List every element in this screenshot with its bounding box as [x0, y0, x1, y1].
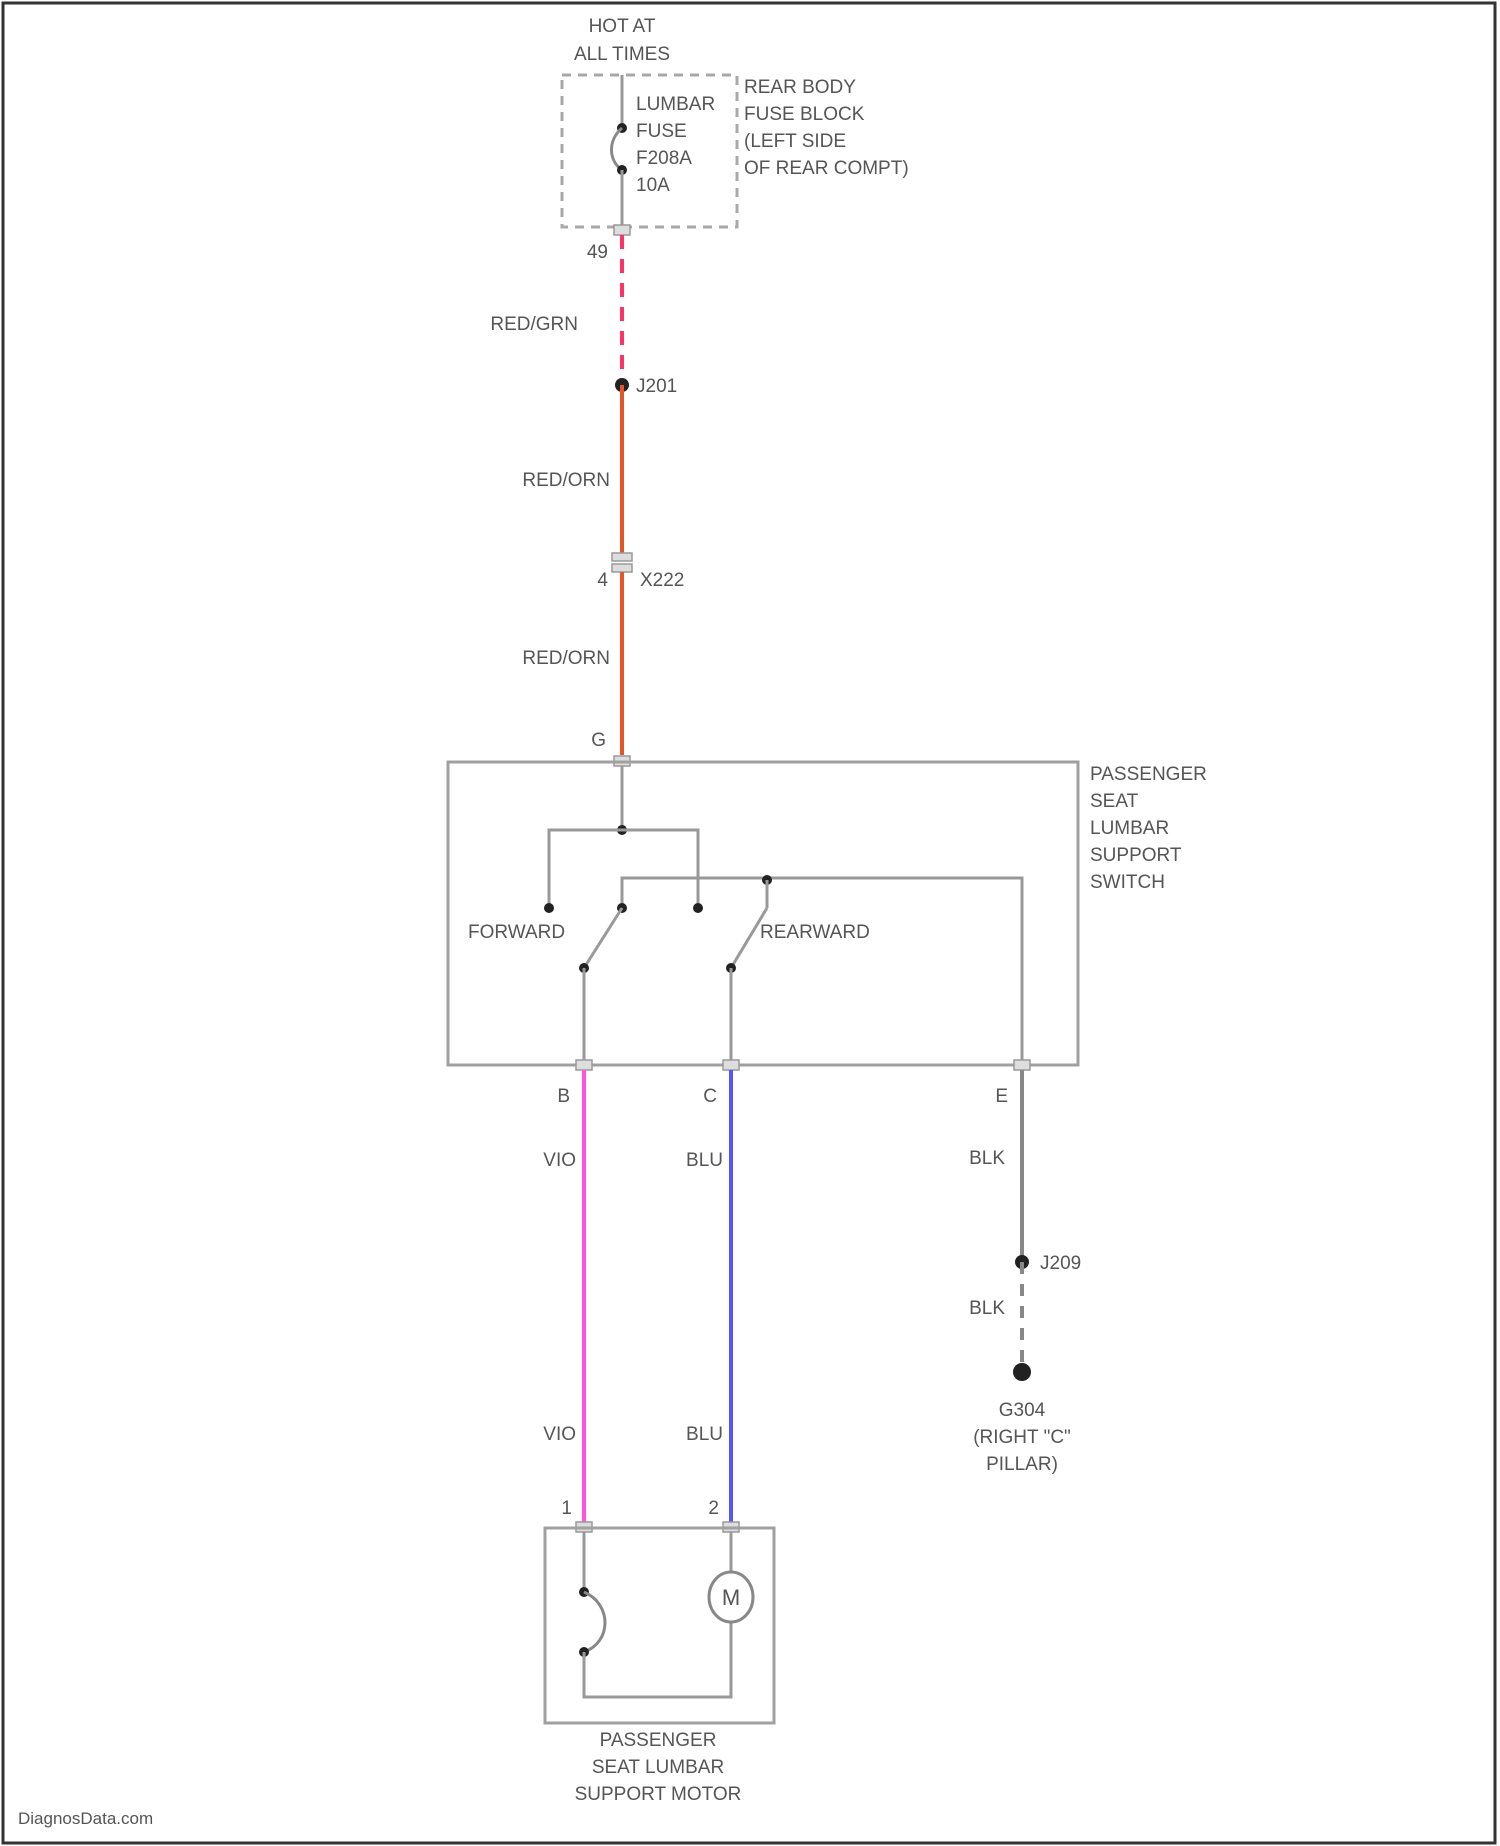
- rearward-label: REARWARD: [760, 922, 870, 943]
- fuse-label-line4: 10A: [636, 175, 670, 196]
- pin-e-terminal: [1014, 1060, 1030, 1070]
- wire-label-blk-top: BLK: [969, 1148, 1005, 1169]
- wire-label-red-orn-1: RED/ORN: [522, 470, 610, 491]
- rearward-contact-nc: [693, 903, 703, 913]
- ground-label-line3: PILLAR): [986, 1454, 1058, 1475]
- pin-c-terminal: [723, 1060, 739, 1070]
- motor-symbol: M: [722, 1585, 740, 1610]
- pin-g-label: G: [591, 730, 606, 751]
- splice-j209-label: J209: [1040, 1253, 1081, 1274]
- switch-label-line3: LUMBAR: [1090, 818, 1169, 839]
- switch-label-line4: SUPPORT: [1090, 845, 1182, 866]
- fuse-block-label-line3: (LEFT SIDE: [744, 131, 846, 152]
- wire-label-red-grn: RED/GRN: [490, 314, 578, 335]
- fuse-block-label-line2: FUSE BLOCK: [744, 104, 865, 125]
- connector-x222-bottom: [612, 564, 632, 572]
- forward-contact-nc: [544, 903, 554, 913]
- fuse-label-line1: LUMBAR: [636, 94, 715, 115]
- pin-49-terminal: [614, 225, 630, 235]
- wire-label-vio-top: VIO: [543, 1150, 576, 1171]
- motor-label-line3: SUPPORT MOTOR: [575, 1784, 742, 1805]
- fuse-label-line2: FUSE: [636, 121, 687, 142]
- forward-blade: [584, 908, 622, 968]
- fuse-block-label-line4: OF REAR COMPT): [744, 158, 909, 179]
- switch-label-line2: SEAT: [1090, 791, 1139, 812]
- pin-b-terminal: [576, 1060, 592, 1070]
- ground-bus: [622, 878, 1022, 1060]
- wire-label-blk-bottom: BLK: [969, 1298, 1005, 1319]
- watermark: DiagnosData.com: [18, 1809, 153, 1828]
- motor-label-line1: PASSENGER: [600, 1730, 717, 1751]
- pin-49-label: 49: [587, 242, 608, 263]
- switch-label-line1: PASSENGER: [1090, 764, 1207, 785]
- pin-c-label: C: [703, 1086, 717, 1107]
- ground-label-line1: G304: [999, 1400, 1046, 1421]
- pin-e-label: E: [995, 1086, 1008, 1107]
- pin-b-label: B: [557, 1086, 570, 1107]
- fuse-icon: [612, 128, 623, 170]
- source-label-line2: ALL TIMES: [574, 44, 670, 65]
- pin-x222-label: 4: [597, 570, 608, 591]
- ground-icon: [1013, 1363, 1031, 1381]
- connector-x222-label: X222: [640, 570, 684, 591]
- circuit-breaker-icon: [584, 1592, 605, 1652]
- forward-label: FORWARD: [468, 922, 565, 943]
- fuse-label-line3: F208A: [636, 148, 692, 169]
- fuse-block-label-line1: REAR BODY: [744, 77, 856, 98]
- lumbar-motor-box: [545, 1528, 774, 1723]
- wire-label-blu-top: BLU: [686, 1150, 723, 1171]
- pin-2-label: 2: [708, 1498, 719, 1519]
- ground-label-line2: (RIGHT "C": [973, 1427, 1071, 1448]
- splice-j201-label: J201: [636, 376, 677, 397]
- source-label-line1: HOT AT: [589, 16, 656, 37]
- motor-label-line2: SEAT LUMBAR: [592, 1757, 724, 1778]
- switch-label-line5: SWITCH: [1090, 872, 1165, 893]
- motor-internal-loop: [584, 1622, 731, 1697]
- page-frame: [3, 3, 1495, 1843]
- pin-1-label: 1: [561, 1498, 572, 1519]
- wire-label-vio-bottom: VIO: [543, 1424, 576, 1445]
- wire-label-red-orn-2: RED/ORN: [522, 648, 610, 669]
- wire-label-blu-bottom: BLU: [686, 1424, 723, 1445]
- connector-x222-top: [612, 553, 632, 561]
